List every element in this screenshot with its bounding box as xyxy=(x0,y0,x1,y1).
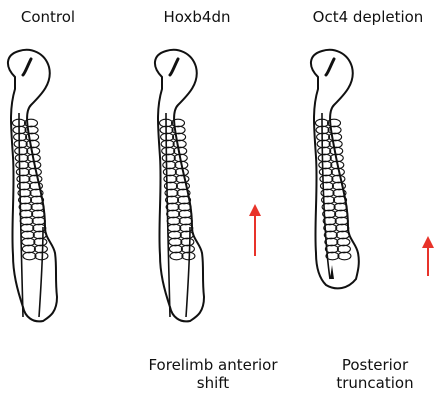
somite-right xyxy=(179,210,192,218)
somite-right xyxy=(26,140,39,148)
somite-left xyxy=(163,168,176,176)
somite-left xyxy=(318,147,331,155)
somite-left xyxy=(15,147,28,155)
somite-right xyxy=(329,133,342,141)
somite-right xyxy=(25,126,38,134)
arrow-posterior-truncation xyxy=(422,236,434,276)
somite-left xyxy=(15,154,28,162)
somite-right xyxy=(332,182,345,190)
somite-left xyxy=(169,238,182,246)
somite-right xyxy=(26,133,39,141)
somite-right xyxy=(172,126,185,134)
somite-left xyxy=(22,245,35,253)
somite-left xyxy=(318,154,331,162)
embryo-control xyxy=(8,50,57,322)
somite-left xyxy=(319,168,332,176)
embryo-oct4-depletion xyxy=(311,50,359,289)
somite-right xyxy=(181,238,194,246)
caption-posterior-truncation: Posterior truncation xyxy=(322,356,428,392)
somite-left xyxy=(168,231,181,239)
somite-left xyxy=(320,175,333,183)
somite-right xyxy=(179,217,192,225)
somite-right xyxy=(180,224,193,232)
somite-left xyxy=(167,217,180,225)
somite-right xyxy=(337,238,350,246)
somite-right xyxy=(32,217,45,225)
somite-right xyxy=(33,231,46,239)
embryo-hoxb4dn xyxy=(155,50,204,322)
somite-left xyxy=(162,154,175,162)
somites xyxy=(316,119,351,260)
somite-left xyxy=(21,231,34,239)
somite-left xyxy=(14,140,27,148)
caption-line-1: Forelimb anterior xyxy=(128,356,298,374)
caption-forelimb-anterior-shift: Forelimb anterior shift xyxy=(128,356,298,392)
somite-left xyxy=(22,238,35,246)
somite-left xyxy=(317,140,330,148)
somite-right xyxy=(329,140,342,148)
somite-right xyxy=(29,175,42,183)
somites xyxy=(160,119,195,260)
somite-left xyxy=(162,147,175,155)
somite-left xyxy=(20,217,33,225)
somite-left xyxy=(170,252,183,260)
somite-right xyxy=(336,231,349,239)
caption-line-1: Posterior xyxy=(322,356,428,374)
somite-left xyxy=(164,175,177,183)
somite-right xyxy=(181,245,194,253)
somite-left xyxy=(16,168,29,176)
somite-right xyxy=(337,245,350,253)
somite-right xyxy=(29,182,42,190)
somite-left xyxy=(23,252,36,260)
somite-right xyxy=(336,224,349,232)
somite-left xyxy=(17,175,30,183)
somite-right xyxy=(33,224,46,232)
caption-line-2: shift xyxy=(128,374,298,392)
somite-right xyxy=(335,210,348,218)
somite-right xyxy=(173,140,186,148)
somite-right xyxy=(176,175,189,183)
somite-left xyxy=(14,133,27,141)
somite-right xyxy=(31,203,44,211)
somite-right xyxy=(34,245,47,253)
somite-right xyxy=(335,217,348,225)
somite-left xyxy=(169,245,182,253)
somite-left xyxy=(317,133,330,141)
somite-right xyxy=(34,238,47,246)
somite-left xyxy=(20,210,33,218)
somite-right xyxy=(338,252,351,260)
somites xyxy=(13,119,48,260)
arrow-forelimb-shift xyxy=(249,204,261,256)
somite-right xyxy=(178,203,191,211)
somite-right xyxy=(176,182,189,190)
somite-right xyxy=(32,210,45,218)
somite-left xyxy=(21,224,34,232)
somite-right xyxy=(334,203,347,211)
somite-right xyxy=(332,175,345,183)
caption-line-2: truncation xyxy=(322,374,428,392)
somite-right xyxy=(180,231,193,239)
somite-left xyxy=(161,140,174,148)
somite-left xyxy=(167,210,180,218)
somite-right xyxy=(328,126,341,134)
somite-left xyxy=(163,161,176,169)
somite-left xyxy=(161,133,174,141)
somite-left xyxy=(16,161,29,169)
somite-left xyxy=(319,161,332,169)
somite-right xyxy=(173,133,186,141)
somite-left xyxy=(168,224,181,232)
